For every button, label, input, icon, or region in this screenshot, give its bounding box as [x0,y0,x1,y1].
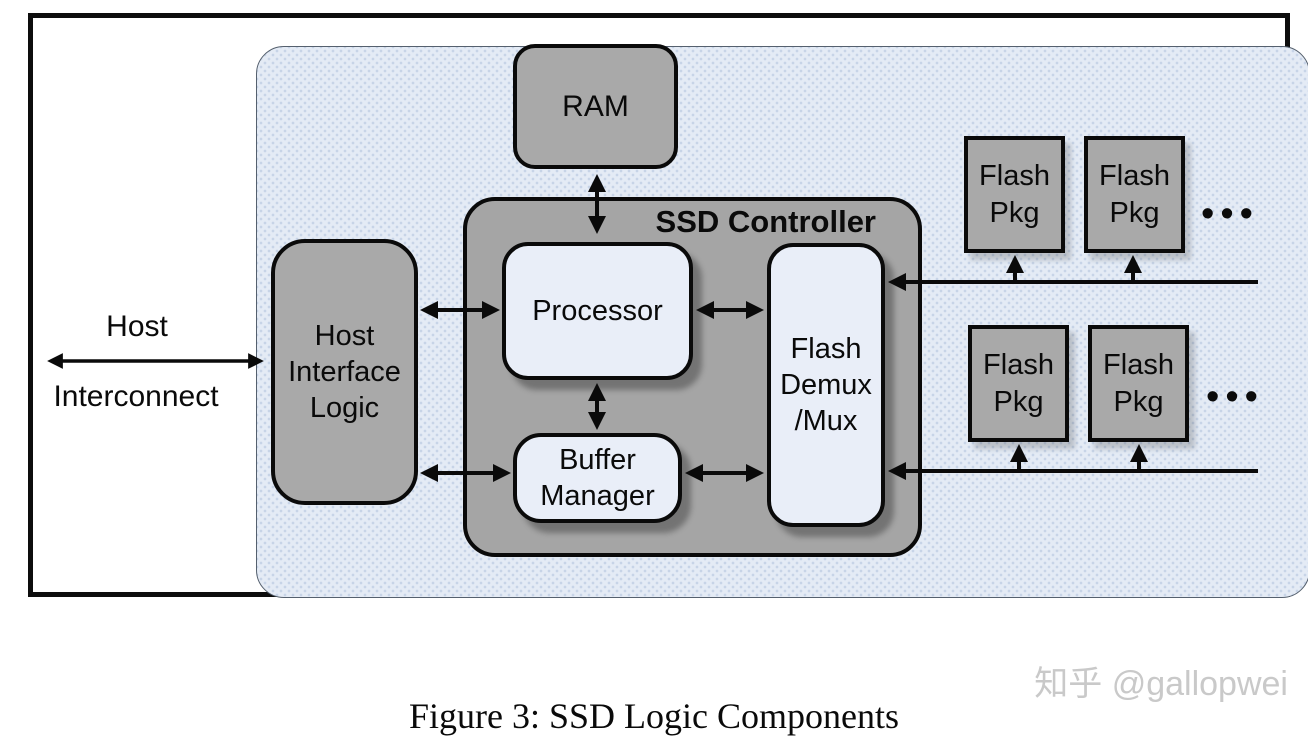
figure-caption: Figure 3: SSD Logic Components [408,696,899,736]
buffer-manager-box: Buffer Manager [513,433,682,523]
flash-demux-mux-label: Flash Demux /Mux [780,333,872,437]
ram-label: RAM [562,89,629,123]
flash-pkg-box-2: Flash Pkg [1084,136,1185,253]
buffer-manager-label: Buffer Manager [540,444,655,512]
interconnect-label: Interconnect [53,380,219,413]
host-interface-logic-label: Host Interface Logic [288,320,401,424]
flash-pkg-label: Flash Pkg [1099,159,1170,229]
flash-pkg-label: Flash Pkg [979,159,1050,229]
flash-row-2-ellipsis: ••• [1206,376,1264,418]
flash-pkg-box-4: Flash Pkg [1088,325,1189,442]
processor-box: Processor [502,242,693,380]
flash-pkg-label: Flash Pkg [983,348,1054,418]
flash-pkg-box-3: Flash Pkg [968,325,1069,442]
ssd-controller-title: SSD Controller [655,204,876,239]
watermark-text: 知乎 @gallopwei [1034,665,1288,703]
flash-row-1-ellipsis: ••• [1201,193,1259,235]
processor-label: Processor [532,295,663,327]
flash-pkg-box-1: Flash Pkg [964,136,1065,253]
host-interface-logic-box: Host Interface Logic [271,239,418,505]
flash-demux-mux-box: Flash Demux /Mux [767,243,885,527]
ram-box: RAM [513,44,678,169]
flash-pkg-label: Flash Pkg [1103,348,1174,418]
host-label: Host [106,310,168,343]
